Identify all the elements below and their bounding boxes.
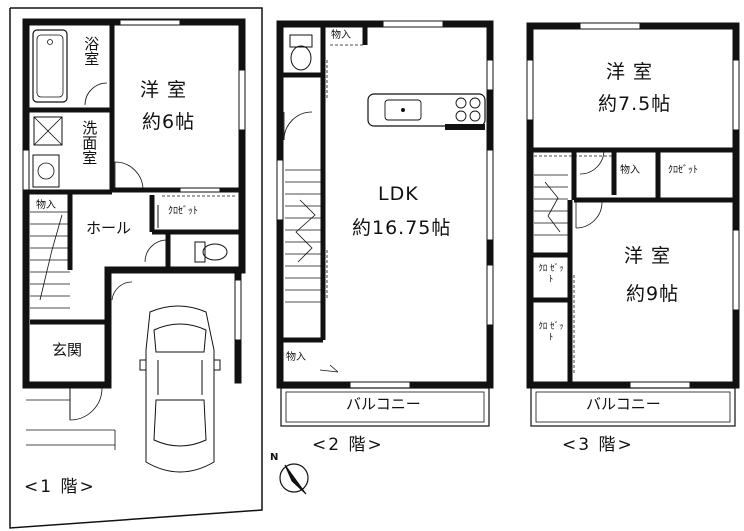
floor-1-title: <1 階>	[24, 477, 96, 497]
western-room-3b-size: 約9帖	[626, 283, 680, 305]
balcony-label-floor2: バルコニー	[346, 395, 421, 413]
storage-top-label-floor2: 物入	[331, 30, 351, 41]
storage-bottom-label-floor2: 物入	[286, 352, 306, 363]
floor-2-title: <2 階>	[312, 435, 384, 455]
western-room-1-label: 洋 室	[140, 79, 188, 101]
closet-label-floor1: ｸﾛｾﾞｯﾄ	[168, 206, 198, 217]
western-room-3b-label: 洋 室	[624, 245, 672, 267]
western-room-3a-label: 洋 室	[606, 61, 654, 83]
floor-2-plan	[276, 20, 494, 427]
floor-3-title: <3 階>	[562, 435, 634, 455]
ldk-label: LDK	[378, 183, 419, 205]
storage-label-floor1: 物入	[36, 200, 56, 211]
car-icon	[139, 305, 221, 473]
hall-label: ホール	[86, 219, 132, 237]
lot-boundary	[9, 7, 263, 529]
floor-3-plan	[526, 22, 740, 427]
balcony-label-floor3: バルコニー	[586, 395, 661, 413]
western-room-3a-size: 約7.5帖	[598, 93, 672, 115]
entrance-label: 玄関	[52, 341, 83, 359]
floor-1-plan	[9, 7, 263, 529]
ldk-size: 約16.75帖	[352, 217, 452, 239]
north-arrow-icon	[279, 463, 309, 495]
storage-label-floor3: 物入	[620, 165, 640, 176]
western-room-1-size: 約6帖	[142, 111, 196, 133]
closet-b-label-floor3: ｸﾛ ｾﾞｯﾄ	[538, 264, 564, 286]
north-label: N	[270, 452, 279, 463]
closet-c-label-floor3: ｸﾛ ｾﾞｯﾄ	[538, 322, 564, 344]
closet-a-label-floor3: ｸﾛｾﾞｯﾄ	[668, 165, 698, 176]
bath-label: 浴室	[82, 36, 101, 66]
washroom-label: 洗面室	[80, 120, 99, 165]
